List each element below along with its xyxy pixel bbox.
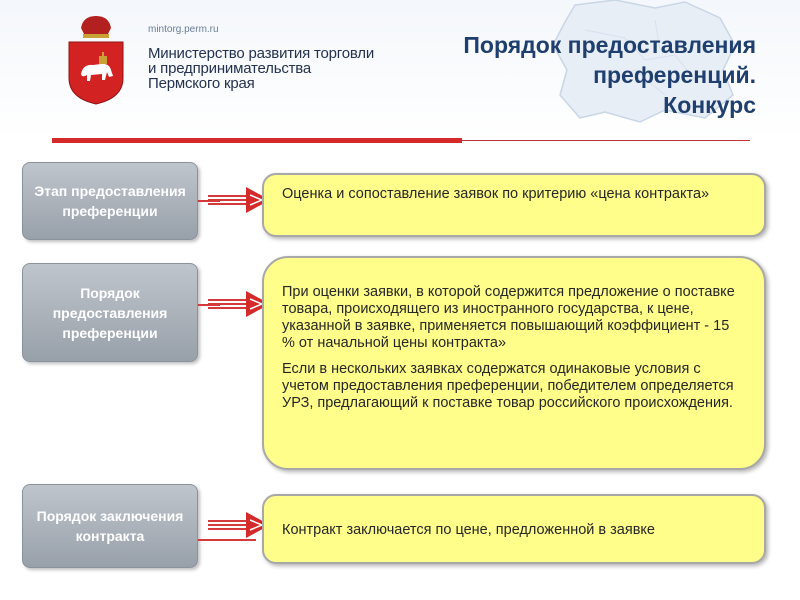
content-box-contract-price: Контракт заключается по цене, предложенн…	[262, 494, 766, 564]
label-box-procedure: Порядок предоставления преференции	[22, 263, 198, 362]
header-thin-rule	[462, 140, 750, 141]
title-line: Порядок предоставления	[463, 32, 756, 58]
ministry-line: Министерство развития торговли	[148, 45, 375, 62]
title-line: преференций.	[593, 62, 756, 88]
content-paragraph: Контракт заключается по цене, предложенн…	[282, 522, 655, 538]
coat-of-arms-emblem	[68, 16, 124, 105]
connector-line	[198, 539, 256, 541]
content-paragraph: Если в нескольких заявках содержатся оди…	[282, 361, 734, 411]
label-box-stage: Этап предоставления преференции	[22, 162, 198, 240]
header-red-rule	[52, 138, 462, 143]
slide-title: Порядок предоставления преференций. Конк…	[463, 30, 756, 120]
content-paragraph: При оценки заявки, в которой содержится …	[282, 284, 735, 351]
title-line: Конкурс	[663, 92, 756, 118]
label-box-contract: Порядок заключения контракта	[22, 484, 198, 568]
ministry-name: Министерство развития торговли и предпри…	[148, 46, 388, 91]
perm-krai-map-graphic	[552, 0, 736, 123]
content-box-evaluation: Оценка и сопоставление заявок по критери…	[262, 173, 766, 237]
ministry-line: Пермского края	[148, 75, 255, 92]
content-box-preference-rules: При оценки заявки, в которой содержится …	[262, 256, 766, 470]
content-paragraph: Оценка и сопоставление заявок по критери…	[282, 186, 710, 202]
site-url: mintorg.perm.ru	[148, 24, 219, 35]
ministry-line: и предпринимательства	[148, 60, 312, 77]
